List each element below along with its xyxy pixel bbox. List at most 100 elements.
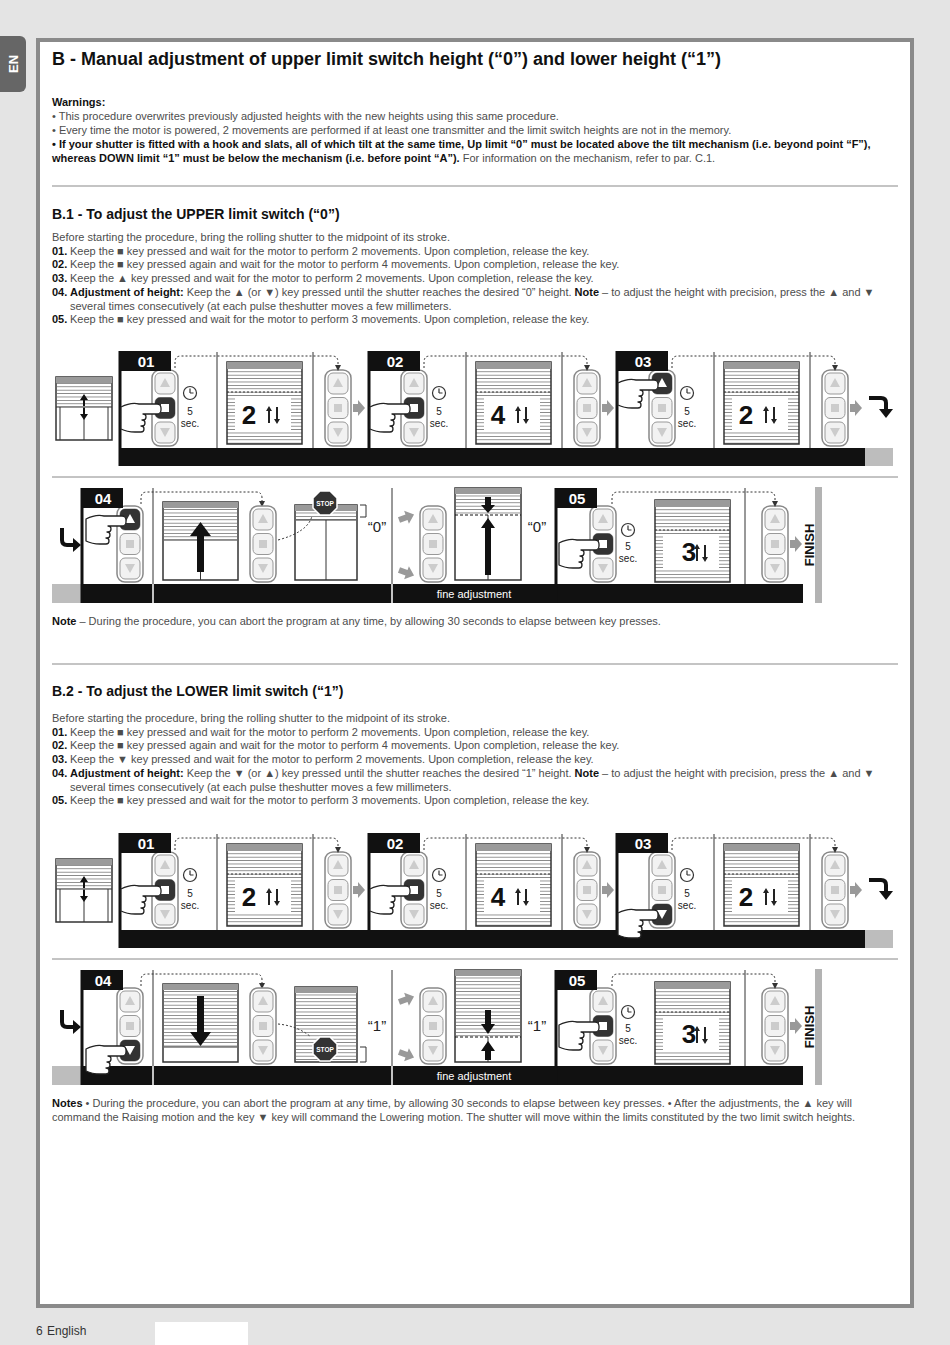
diagram-upper-part (52, 351, 898, 603)
step-badge: 02 (370, 351, 420, 371)
label-text: 05. (52, 313, 67, 327)
label-text: 01. (52, 726, 67, 740)
stop-octagon-shape (313, 491, 337, 515)
label-text: sec. (430, 418, 448, 429)
timer-text: sec. (424, 418, 454, 430)
label-text: 3 (682, 1019, 696, 1049)
diagram-upper-part (618, 373, 672, 408)
label-text: sec. (181, 418, 199, 429)
label-text: sec. (619, 1035, 637, 1046)
label-text: sec. (678, 418, 696, 429)
paragraph: Note– During the procedure, you can abor… (52, 615, 898, 629)
procedure-step: 05.Keep the ■ key pressed and wait for t… (52, 794, 898, 808)
diagram-upper-part (370, 398, 424, 433)
diagram-upper-part (360, 505, 366, 517)
diagram-lower-part (481, 1010, 495, 1060)
timer-text: 5 (618, 1023, 638, 1035)
timer-text: 5 (677, 406, 697, 418)
diagram-upper-part (190, 522, 211, 572)
timer-text: sec. (175, 900, 205, 912)
step-badge: 04 (83, 970, 123, 990)
procedure-step: 05.Keep the ■ key pressed and wait for t… (52, 313, 898, 327)
diagram-lower-part (296, 993, 356, 1061)
label-text: 4 (491, 882, 505, 912)
procedure-step: 03.Keep the ▲ key pressed and wait for t… (52, 272, 898, 286)
node-text: fine adjustment (437, 1070, 512, 1082)
label-text: Adjustment of height: (70, 767, 184, 779)
warning-heading: Warnings: (52, 96, 898, 110)
timer-text: sec. (175, 418, 205, 430)
label-text: 5 (625, 541, 631, 552)
step-badge: 05 (557, 970, 597, 990)
label-text: Keep the ■ key pressed again and wait fo… (70, 739, 619, 751)
step-badge: 03 (618, 351, 668, 371)
label-text: 5 (187, 406, 193, 417)
node-text: FINISH (802, 524, 817, 567)
timer-text: sec. (424, 900, 454, 912)
label-text: Keep the ▲ key pressed and wait for the … (70, 272, 594, 284)
finish-bar: FINISH (803, 969, 822, 1085)
node-text: 05 (569, 490, 586, 507)
node-text: 01 (138, 835, 155, 852)
node-text: EN (6, 55, 21, 73)
paragraph: • This procedure overwrites previously a… (52, 110, 898, 124)
label-text: Keep the ▼ key pressed and wait for the … (70, 753, 594, 765)
step-badge: 01 (121, 351, 171, 371)
diagram-upper-part (296, 520, 356, 580)
label-text: Notes (52, 1097, 83, 1109)
label-text: B.1 - To adjust the UPPER limit switch (… (52, 206, 340, 222)
node-text: fine adjustment (437, 588, 512, 600)
diagram-lower-part (164, 990, 237, 1047)
node-text: STOP (316, 500, 334, 507)
timer-text: 5 (180, 888, 200, 900)
label-text: • This procedure overwrites previously a… (52, 110, 559, 122)
phase-band: fine adjustment (393, 585, 555, 603)
movement-count: 2 (733, 882, 759, 912)
diagram-upper-part (455, 515, 521, 516)
page-footer: 6 (36, 1324, 48, 1338)
movement-count: 3 (676, 1019, 702, 1049)
diagram-lower-part (618, 904, 672, 938)
diagram-lower-part (360, 1047, 366, 1062)
label-text: sec. (430, 900, 448, 911)
label-text: – During the procedure, you can abort th… (79, 615, 661, 627)
label-text: 5 (436, 406, 442, 417)
node-text: 02 (387, 835, 404, 852)
section-rule (52, 186, 898, 664)
movement-count: 2 (236, 882, 262, 912)
label-text: • During the procedure, you can abort th… (52, 1097, 855, 1123)
label-text: 2 (242, 400, 256, 430)
label-text: 3 (682, 537, 696, 567)
label-text: 2 (739, 400, 753, 430)
diagram-upper-part (86, 509, 140, 544)
page-title: B - Manual adjustment of upper limit swi… (52, 47, 912, 71)
language-tab: EN (0, 36, 26, 92)
label-text: 5 (684, 406, 690, 417)
label-text: Note (52, 615, 76, 627)
diagram-lower-part (295, 987, 357, 993)
limit-label: “0” (362, 518, 392, 536)
paragraph: • Every time the motor is powered, 2 mov… (52, 124, 898, 138)
diagram-upper-part (481, 497, 495, 575)
node-text: 05 (569, 972, 586, 989)
section-heading: B.1 - To adjust the UPPER limit switch (… (52, 205, 898, 223)
label-text: Keep the ▼ (or ▲) key pressed until the … (187, 767, 572, 779)
timer-text: sec. (672, 900, 702, 912)
timer-text: 5 (618, 541, 638, 553)
label-text: 05. (52, 794, 67, 808)
label-text: Adjustment of height: (70, 286, 184, 298)
diagram-upper-part (121, 398, 175, 433)
limit-label: “1” (522, 1017, 552, 1035)
diagram-upper-part (278, 516, 312, 540)
limit-label: “1” (362, 1017, 392, 1035)
node-text: 03 (635, 835, 652, 852)
movement-count: 2 (236, 400, 262, 430)
page-frame (38, 40, 912, 1306)
label-text: 4 (491, 400, 505, 430)
label-text: 03. (52, 753, 67, 767)
label-text: 2 (242, 882, 256, 912)
phase-band: fine adjustment (393, 1067, 555, 1085)
diagram-lower-part (121, 880, 175, 915)
